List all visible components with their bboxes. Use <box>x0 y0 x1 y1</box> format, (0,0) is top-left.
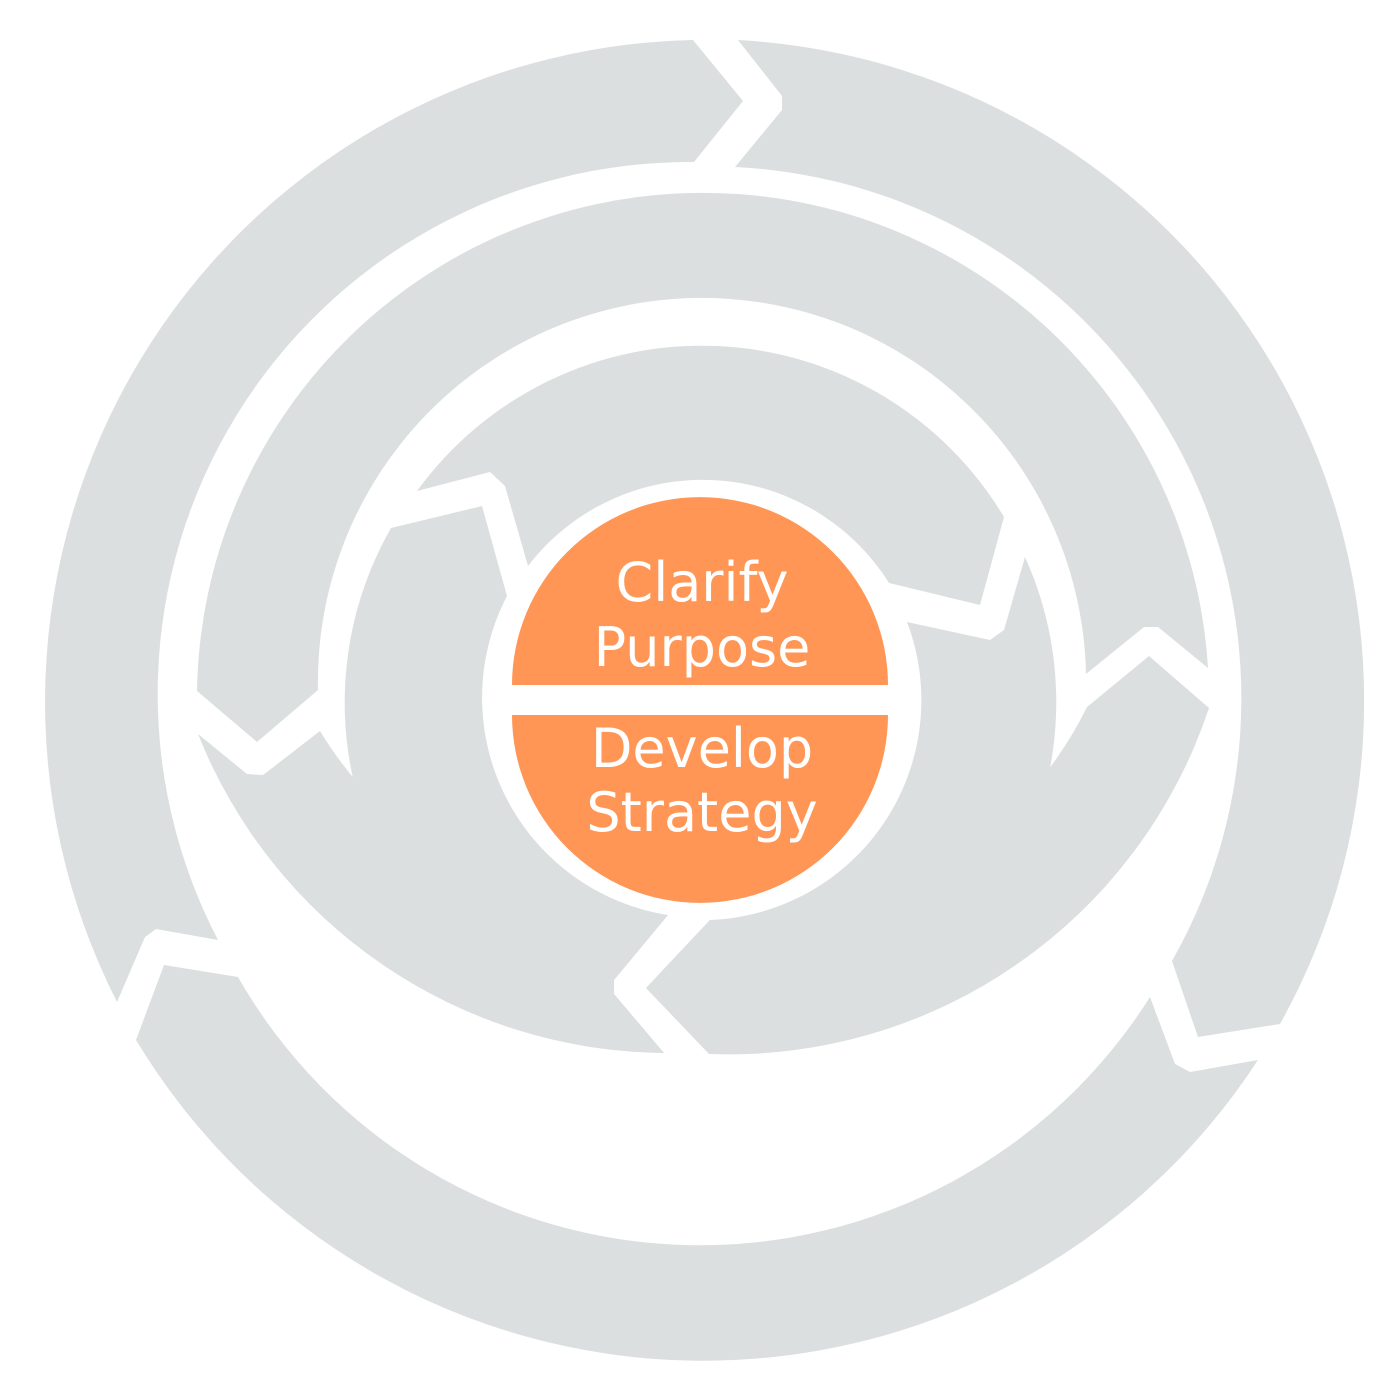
inner-ring-segment-left <box>344 506 668 1053</box>
inner-ring-segment-top <box>417 345 1004 605</box>
inner-ring <box>344 345 1057 1054</box>
core-bottom-half <box>512 715 888 903</box>
outer-ring <box>45 40 1365 1361</box>
core-circle: Clarify Purpose Develop Strategy <box>512 497 888 903</box>
outer-ring-segment-right <box>735 40 1365 1037</box>
core-label-clarify: Clarify <box>615 551 788 614</box>
core-top-half <box>512 497 888 685</box>
middle-ring-segment-top <box>197 192 1208 743</box>
core-label-purpose: Purpose <box>594 616 811 679</box>
core-label-develop: Develop <box>591 717 813 780</box>
core-label-strategy: Strategy <box>586 781 817 844</box>
outer-ring-segment-bottom <box>136 965 1258 1361</box>
inner-ring-segment-right <box>646 557 1057 1054</box>
outer-ring-segment-left <box>45 40 744 1002</box>
